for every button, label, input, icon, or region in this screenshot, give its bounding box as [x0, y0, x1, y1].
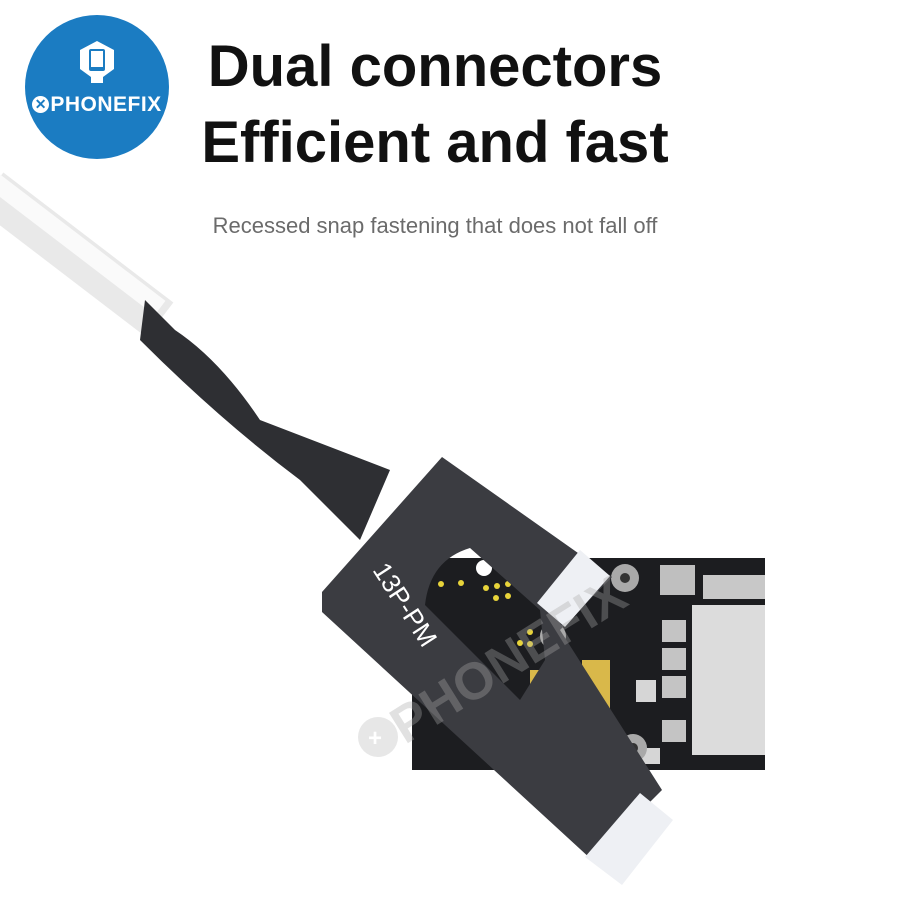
subtitle: Recessed snap fastening that does not fa… [212, 213, 658, 238]
connector-tab-bottom [585, 793, 673, 885]
heading-line-1: Dual connectors [207, 34, 663, 99]
logo-brand: PHONEFIX [50, 93, 162, 116]
wrench-phone-icon [80, 41, 114, 83]
logo-x-icon: ✕ [32, 96, 50, 113]
connector-tab-top [537, 550, 610, 627]
heading-line-2: Efficient and fast [201, 110, 669, 175]
svg-text:+: + [368, 725, 382, 752]
phonefix-logo: ✕PHONEFIX [25, 15, 169, 159]
white-cable [0, 172, 174, 338]
cable-sleeve [140, 300, 390, 540]
